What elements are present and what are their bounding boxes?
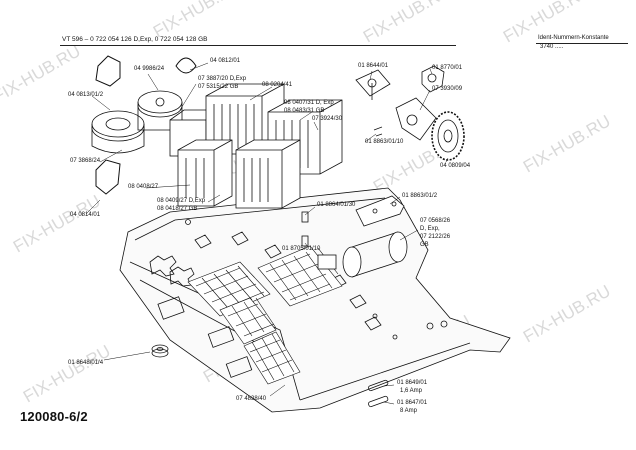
part-label: 01 8647/01	[397, 400, 428, 406]
base-plate	[119, 187, 511, 413]
part-label: 01 8649/01	[397, 380, 428, 386]
switch-blocks	[177, 83, 343, 209]
part-label: 01 8863/01/2	[402, 193, 438, 199]
part-label: GB	[420, 242, 429, 248]
part-label: 08 0409/27 D,Exp	[157, 198, 206, 204]
part-label: 01 8863/01/10	[365, 139, 404, 145]
ident-rule	[536, 43, 628, 44]
part-label: 07 3930/09	[432, 86, 463, 92]
diagram-title: VT 596 – 0 722 054 126 D,Exp, 0 722 054 …	[62, 36, 208, 43]
part-label: 01 8770/01	[432, 65, 463, 71]
grommet	[151, 344, 169, 358]
leader-lines	[85, 62, 449, 405]
part-label: 04 9986/24	[134, 66, 165, 72]
part-label: 1,6 Amp	[400, 388, 423, 394]
part-label: 08 0407/31 D, Exp	[284, 100, 334, 106]
part-label: 08 0483/31 GB	[284, 108, 325, 114]
part-label: 07 3887/20 D,Exp	[198, 76, 247, 82]
control-knob	[421, 65, 445, 93]
part-label: 07 3924/30	[312, 116, 343, 122]
ident-label: Ident-Nummern-Konstante	[538, 35, 609, 41]
part-label: 04 0814/01	[70, 212, 101, 218]
fuses	[368, 379, 389, 408]
part-label: 01 8705/01/10	[282, 246, 321, 252]
title-rule	[60, 45, 456, 46]
gear-wheel	[431, 111, 465, 161]
socket-blocks	[157, 296, 253, 378]
part-label: 04 0813/01/2	[68, 92, 104, 98]
part-label: 07 4838/40	[236, 396, 267, 402]
part-label: 08 0204/41	[262, 82, 293, 88]
part-label: 04 0812/01	[210, 58, 241, 64]
part-label: 07 5315/22 GB	[198, 84, 239, 90]
capacitor	[317, 231, 408, 278]
part-label: 07 2122/26	[420, 234, 451, 240]
part-label: 07 3868/24	[70, 158, 101, 164]
perforated-board-left	[187, 261, 277, 345]
part-label: 04 0809/04	[440, 163, 471, 169]
cam-plate	[395, 97, 437, 141]
part-label: 08 0418/27 GB	[157, 206, 198, 212]
ident-value: 3740 .....	[540, 44, 564, 50]
part-label: 01 8648/01/4	[68, 360, 104, 366]
part-label: 08 0408/27	[128, 184, 159, 190]
terminal-plate	[355, 69, 391, 100]
mounting-bracket	[355, 195, 405, 227]
part-label: 01 8864/01/30	[317, 202, 356, 208]
part-label: 07 0568/26	[420, 218, 451, 224]
part-label: 01 8644/01	[358, 63, 389, 69]
wire-clips	[95, 55, 197, 195]
screws	[301, 126, 383, 247]
part-label: 8 Amp	[400, 408, 418, 414]
page-id: 120080-6/2	[20, 409, 88, 424]
part-label: D, Exp,	[420, 226, 440, 232]
